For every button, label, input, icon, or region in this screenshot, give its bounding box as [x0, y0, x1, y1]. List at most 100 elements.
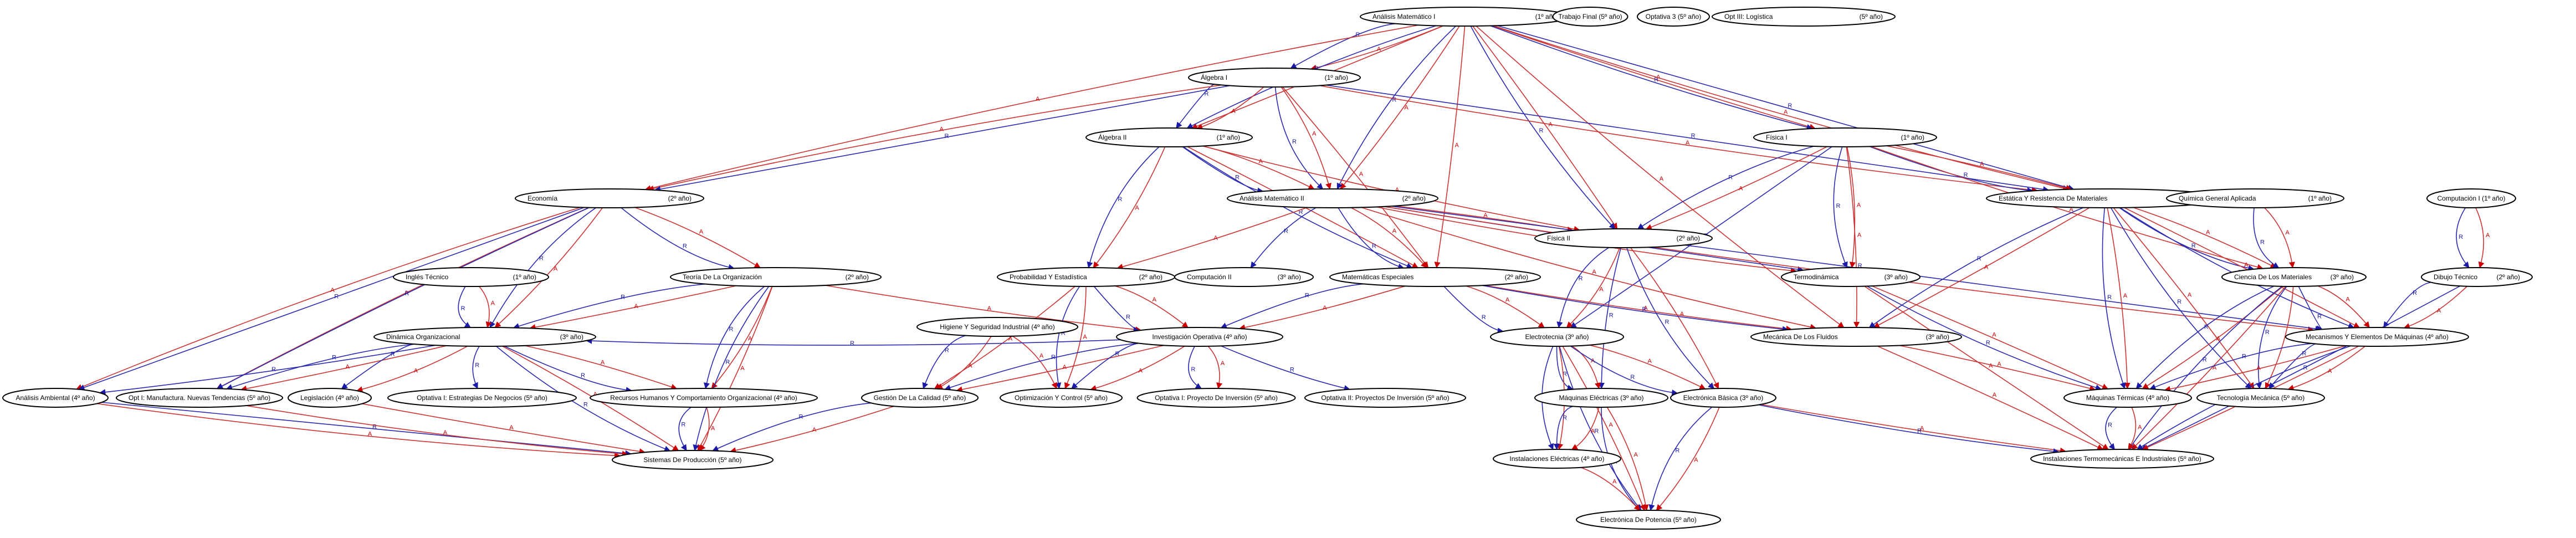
- course-node-tm: Tecnología Mecánica (5º año): [2196, 388, 2325, 408]
- course-node-label: Álgebra I: [1201, 73, 1227, 81]
- edge-do-to-sp: [496, 346, 671, 452]
- course-node-year: (3º año): [1278, 273, 1301, 281]
- edge-elec-to-me2: [1571, 345, 1601, 390]
- edge-me-to-mf: [1482, 285, 1789, 332]
- course-node-shape: [1534, 388, 1668, 408]
- course-node-label: Máquinas Térmicas (4º año): [2086, 394, 2169, 402]
- edge-am1-to-erm: [1493, 25, 2070, 191]
- edge-label: A: [1984, 264, 1989, 270]
- course-node-am1: Análisis Matemático I(1º año): [1360, 7, 1571, 27]
- course-node-label: Teoría De La Organización: [683, 273, 762, 281]
- edge-leg-to-sp: [362, 403, 646, 455]
- course-node-label: Recursos Humanos Y Comportamiento Organi…: [610, 394, 797, 402]
- edge-am1-to-ag1: [1290, 23, 1396, 69]
- course-node-year: (2º año): [2497, 273, 2520, 281]
- edge-label: R: [2203, 357, 2207, 363]
- edge-label: A: [812, 427, 817, 433]
- edge-ag1-to-ag2: [1176, 84, 1215, 129]
- course-node-shape: [1712, 7, 1896, 27]
- course-node-shape: [1493, 449, 1621, 469]
- edge-ag1-to-eco: [647, 84, 1222, 192]
- course-node-label: Higiene Y Seguridad Industrial (4º año): [940, 323, 1054, 331]
- edge-label: A: [2257, 365, 2261, 372]
- edge-label: A: [1609, 422, 1613, 428]
- edge-label: R: [1235, 174, 1240, 181]
- edge-am2-to-mf: [1361, 207, 1817, 330]
- course-node-shape: [2285, 327, 2469, 347]
- edge-label: A: [2138, 424, 2142, 431]
- course-node-label: Tecnología Mecánica (5º año): [2217, 394, 2304, 402]
- course-node-label: Investigación Operativa (4º año): [1152, 333, 1247, 341]
- edge-label: A: [1323, 305, 1327, 311]
- edge-it-to-do: [458, 286, 472, 328]
- edge-label: R: [1675, 447, 1679, 454]
- edge-aa-to-sp: [96, 403, 621, 459]
- course-node-it: Inglés Técnico (1º año): [393, 267, 549, 287]
- edge-termo-to-itei: [1864, 285, 2109, 450]
- edge-cm-to-mt: [2142, 286, 2283, 390]
- edge-eco-to-opt1mnt: [217, 207, 590, 390]
- course-node-label: Probabilidad Y Estadística: [1010, 273, 1087, 281]
- edge-elec-to-ep: [1559, 346, 1642, 511]
- course-node-shape: [1136, 388, 1296, 408]
- edge-label: R: [1964, 172, 1968, 178]
- course-node-eb: Electrónica Básica (3º año): [1670, 388, 1776, 408]
- course-node-label: Máquinas Eléctricas (3º año): [1559, 394, 1643, 402]
- edge-label: R: [1284, 228, 1288, 234]
- edge-me-to-mf: [1484, 285, 1793, 332]
- edge-label: A: [1857, 232, 1862, 239]
- edge-am1-to-eco: [644, 24, 1419, 192]
- edge-eco-to-aa: [75, 207, 581, 390]
- edge-label: R: [1579, 275, 1583, 282]
- course-node-shape: [2196, 388, 2325, 408]
- edge-label: R: [2303, 365, 2308, 371]
- edge-label: A: [1694, 457, 1698, 463]
- edge-label: A: [1395, 187, 1400, 193]
- course-node-year: (2º año): [1677, 234, 1700, 242]
- edge-eco-to-do: [489, 207, 597, 329]
- edge-eb-to-ep: [1656, 407, 1720, 511]
- edge-label: A: [2244, 262, 2249, 269]
- course-node-shape: [861, 388, 979, 408]
- course-node-qga: Química General Aplicada(1º año): [2166, 188, 2344, 208]
- course-node-me2: Máquinas Eléctricas (3º año): [1534, 388, 1668, 408]
- edge-label: A: [1359, 171, 1364, 177]
- course-node-label: Opt III: Logística: [1724, 13, 1773, 21]
- course-node-label: Opt I: Manufactura. Nuevas Tendencias (5…: [129, 394, 270, 402]
- course-node-comp2: Computación II(3º año): [1174, 267, 1314, 287]
- edge-it-to-do: [479, 286, 492, 329]
- edge-label: A: [940, 126, 944, 133]
- course-node-cm: Ciencia De Los Materiales(3º año): [2221, 267, 2367, 287]
- edge-label: R: [2260, 239, 2265, 245]
- edge-qga-to-cm: [2253, 207, 2280, 269]
- course-node-label: Optativa II: Proyectos De Inversión (5º …: [1321, 394, 1449, 402]
- course-node-label: Inglés Técnico: [406, 273, 448, 281]
- edge-label: A: [968, 362, 972, 369]
- course-node-mt: Máquinas Térmicas (4º año): [2063, 388, 2192, 408]
- edge-hsi-to-gc: [922, 335, 966, 390]
- edge-me-to-elec: [1466, 285, 1545, 328]
- course-node-termo: Termodinámica(3º año): [1781, 267, 1921, 287]
- edge-label: R: [583, 402, 588, 408]
- edge-ag1-to-am2: [1274, 86, 1324, 189]
- edge-label: R: [1290, 366, 1294, 373]
- edge-label: R: [1482, 314, 1486, 321]
- nodes-layer: Análisis Matemático I(1º año)Trabajo Fin…: [2, 7, 2533, 530]
- edge-io-to-op1pi: [1188, 346, 1202, 389]
- edge-label: R: [1642, 306, 1646, 312]
- course-node-year: (1º año): [513, 273, 536, 281]
- edge-am2-to-comp2: [1250, 207, 1317, 268]
- edge-me2-to-ie: [1571, 407, 1600, 450]
- edge-label: A: [593, 391, 598, 398]
- edge-me2-to-ep: [1606, 407, 1649, 511]
- edge-teo-to-rrhh: [711, 286, 773, 389]
- course-node-shape: [1552, 7, 1628, 27]
- course-node-opt1mnt: Opt I: Manufactura. Nuevas Tendencias (5…: [116, 388, 283, 408]
- course-node-label: Mecánica De Los Fluidos: [1763, 333, 1838, 341]
- edge-termo-to-mt: [1872, 285, 2109, 390]
- edge-label: R: [1977, 255, 1981, 262]
- edge-mem-to-mt: [2149, 343, 2312, 390]
- edge-label: A: [1660, 176, 1664, 182]
- course-node-label: Instalaciones Eléctricas (4º año): [1509, 455, 1604, 463]
- course-node-shape: [1637, 7, 1710, 27]
